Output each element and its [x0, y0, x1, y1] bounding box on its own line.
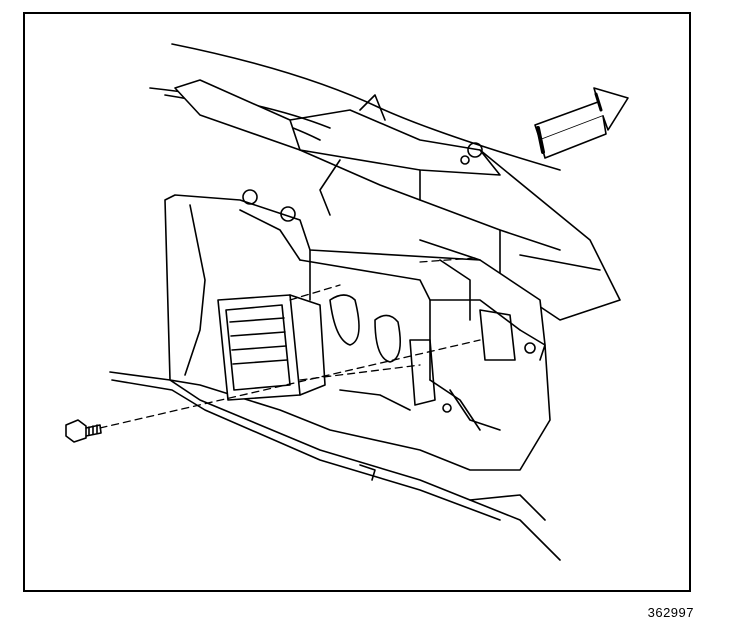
figure-id-number: 362997 — [647, 605, 694, 620]
air-outlet — [217, 294, 326, 401]
dash-carrier — [164, 189, 551, 471]
bolt-icon — [65, 419, 102, 443]
lower-panel-edge — [109, 371, 561, 561]
alignment-lines — [99, 257, 481, 429]
defroster-duct — [174, 79, 621, 321]
arrow-icon — [534, 87, 629, 159]
